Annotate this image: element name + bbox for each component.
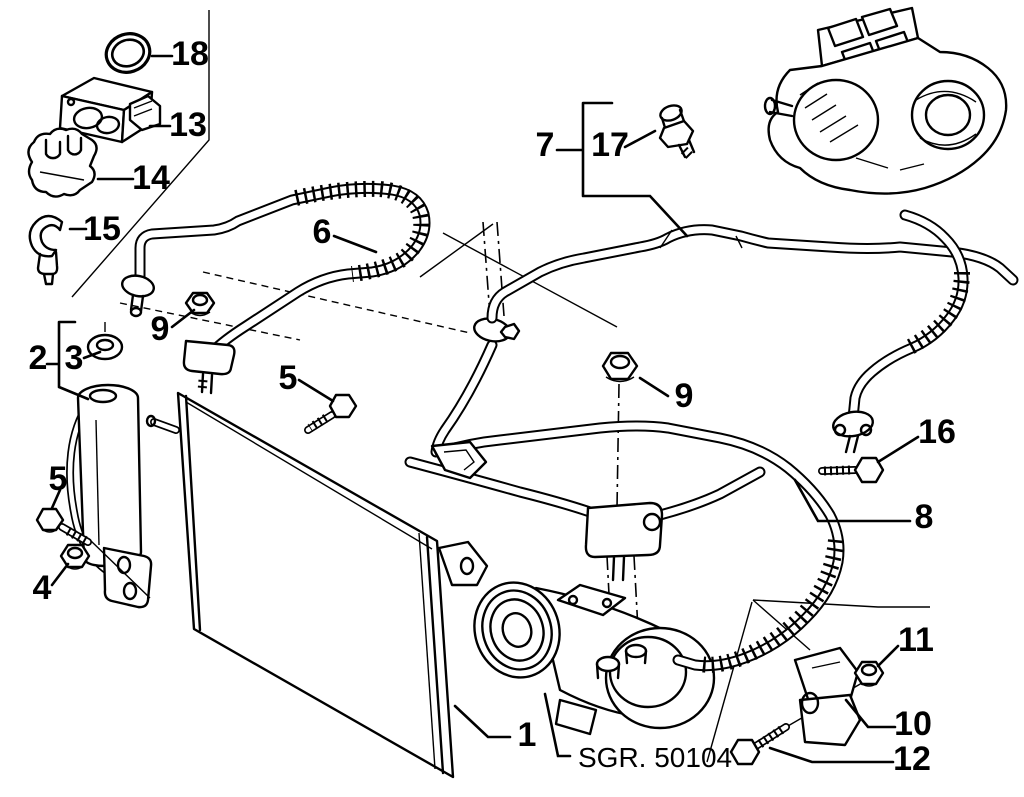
pipe-8-loop	[430, 420, 845, 673]
pressure-switch-17	[658, 104, 696, 161]
pipe-clamp	[27, 127, 98, 198]
o-ring-seal	[104, 32, 152, 74]
flexible-hose-6	[121, 180, 431, 395]
compressor-studs	[595, 643, 648, 680]
nut-11	[853, 660, 885, 687]
callout-11: 11	[898, 621, 934, 659]
callout-7: 7	[536, 126, 555, 164]
callout-3: 3	[65, 339, 84, 377]
mounting-bracket-10	[793, 646, 862, 747]
callout-12: 12	[893, 740, 931, 778]
callout-9-left: 9	[151, 310, 170, 348]
callout-5-left: 5	[49, 460, 68, 498]
bolt-5-mid	[304, 393, 358, 434]
hvac-unit-illustration	[763, 6, 1008, 195]
callout-14: 14	[132, 159, 170, 197]
callout-16: 16	[918, 413, 956, 451]
leader-lines	[45, 54, 920, 764]
compressor	[473, 581, 716, 736]
callout-18: 18	[171, 35, 209, 73]
callout-6: 6	[313, 213, 332, 251]
callout-15: 15	[83, 210, 121, 248]
callout-8: 8	[915, 498, 934, 536]
bolt-5-left	[35, 507, 92, 546]
callout-2: 2	[29, 339, 48, 377]
nut-4	[59, 543, 91, 570]
pipe-from-hvac	[831, 209, 970, 454]
callout-1: 1	[518, 716, 537, 754]
callout-13: 13	[169, 106, 207, 144]
callout-17: 17	[591, 126, 629, 164]
pipe-with-fitting	[404, 456, 766, 582]
callout-10: 10	[894, 705, 932, 743]
callout-9-mid: 9	[675, 377, 694, 415]
compressor-pulley	[473, 581, 561, 679]
nut-9-left	[184, 291, 216, 317]
retaining-clip	[28, 214, 64, 286]
pipe-to-hook	[430, 339, 498, 458]
expansion-valve-block	[58, 76, 162, 144]
callout-4: 4	[33, 569, 52, 607]
callout-5-mid: 5	[279, 359, 298, 397]
condenser	[145, 391, 489, 779]
receiver-drier	[66, 383, 153, 609]
bolt-16	[818, 456, 885, 484]
pipe-assembly-7	[473, 224, 1019, 343]
callout-labels: 1 2 3 4 5 5 6 7 8 9 9 10 11 12 13 14 15 …	[29, 35, 956, 778]
group-code-label: SGR. 50104	[578, 742, 732, 773]
bolt-12	[729, 723, 790, 766]
nut-9-mid	[601, 351, 639, 383]
